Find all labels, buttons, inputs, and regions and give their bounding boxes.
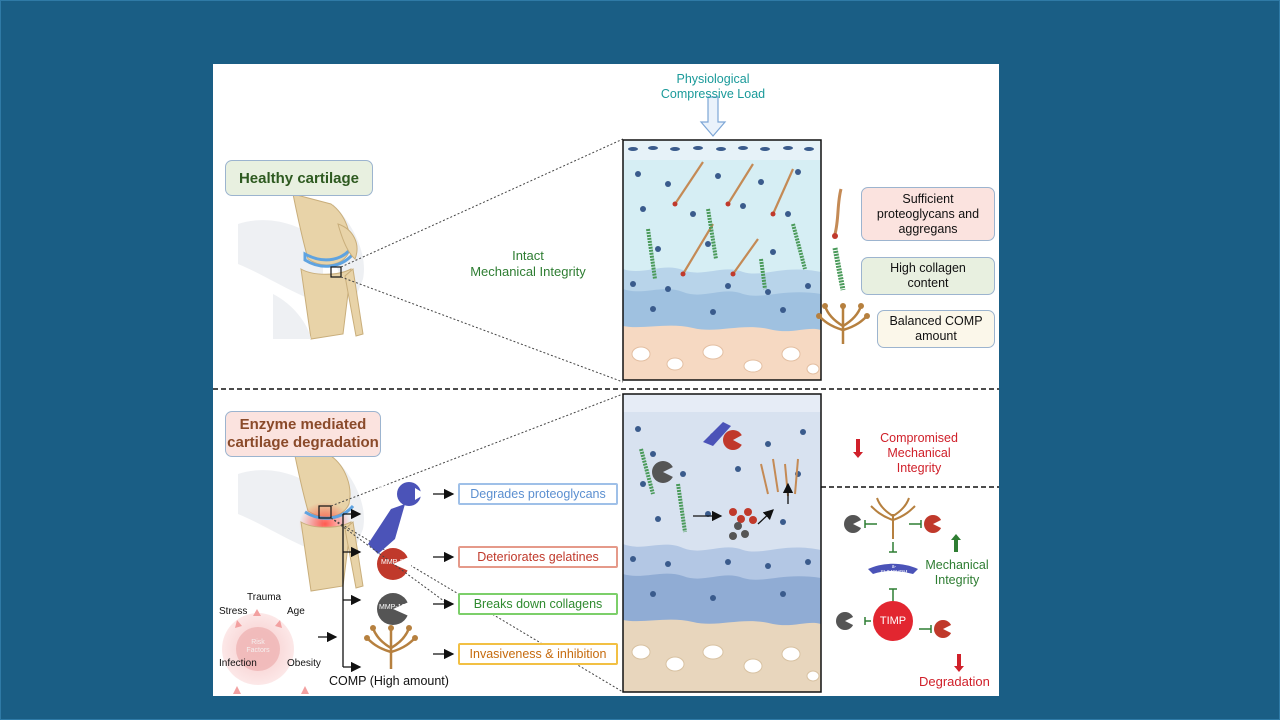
figure-graphics	[213, 96, 999, 694]
legend-comp-icon	[818, 305, 868, 344]
block-a-slimovom	[703, 422, 731, 446]
up-arrow-green	[951, 534, 961, 552]
small-comp-icon	[870, 497, 916, 539]
risk-infection: Infection	[219, 658, 257, 669]
comp-high-icon	[366, 627, 416, 669]
risk-obesity: Obesity	[287, 658, 321, 669]
legend-comp-heads	[816, 303, 870, 319]
load-label: Physiological Compressive Load	[660, 72, 766, 101]
figure-panel: Physiological Compressive Load Healthy c…	[213, 64, 999, 696]
legend-comp-box: Balanced COMP amount	[877, 310, 995, 348]
risk-arrows	[233, 609, 309, 694]
risk-center-label: Risk Factors	[246, 639, 270, 654]
small-a-slimovom-label: a-SLIMOVOM	[880, 564, 908, 576]
timp-circle	[873, 601, 913, 641]
legend-proteoglycans-box: Sufficient proteoglycans and aggregans	[861, 187, 995, 241]
mmp13-enzyme-icon	[377, 593, 411, 625]
mmp13-label: MMP-13	[379, 604, 406, 611]
down-arrow-red-1	[853, 439, 863, 458]
risk-age: Age	[287, 606, 305, 617]
degraded-cartilage-block	[622, 393, 822, 693]
risk-factors-circle	[222, 613, 294, 685]
comp-high-label: COMP (High amount)	[329, 674, 449, 688]
compromised-integrity-label: Compromised Mechanical Integrity	[880, 431, 958, 475]
small-mmp13-icon-2	[836, 612, 855, 630]
action-deteriorates-gelatines: Deteriorates gelatines	[458, 546, 618, 568]
a-slimovom-enzyme-icon	[368, 482, 425, 554]
intact-integrity-label: Intact Mechanical Integrity	[470, 248, 586, 279]
mechanical-integrity-label: Mechanical Integrity	[925, 558, 989, 587]
legend-proteoglycan-icon	[832, 188, 843, 239]
regulation-network	[836, 497, 953, 641]
degraded-knee-illustration	[238, 445, 364, 592]
down-arrow-red-2	[954, 654, 964, 672]
small-mmp3-icon-1	[924, 515, 943, 533]
block-mmp13	[652, 461, 675, 483]
legend-collagen-box: High collagen content	[861, 257, 995, 295]
small-a-slimovom-icon	[868, 563, 918, 574]
legend-collagen-icon	[832, 247, 846, 291]
action-degrades-proteoglycans: Degrades proteoglycans	[458, 483, 618, 505]
enzyme-degradation-title: Enzyme mediated cartilage degradation	[225, 411, 381, 457]
action-breaks-collagens: Breaks down collagens	[458, 593, 618, 615]
healthy-cartilage-title: Healthy cartilage	[225, 160, 373, 196]
timp-label: TIMP	[879, 615, 907, 627]
block-mmp3	[723, 430, 744, 450]
degradation-label: Degradation	[919, 674, 990, 689]
small-mmp3-icon-2	[934, 620, 953, 638]
healthy-knee-illustration	[238, 193, 364, 340]
action-invasiveness-inhibition: Invasiveness & inhibition	[458, 643, 618, 665]
healthy-cartilage-block	[622, 139, 822, 381]
small-mmp13-icon	[844, 515, 863, 533]
risk-stress: Stress	[219, 606, 248, 617]
mmp3-label: MMP-3	[381, 559, 404, 566]
risk-trauma: Trauma	[247, 592, 282, 603]
load-arrow	[699, 96, 727, 137]
